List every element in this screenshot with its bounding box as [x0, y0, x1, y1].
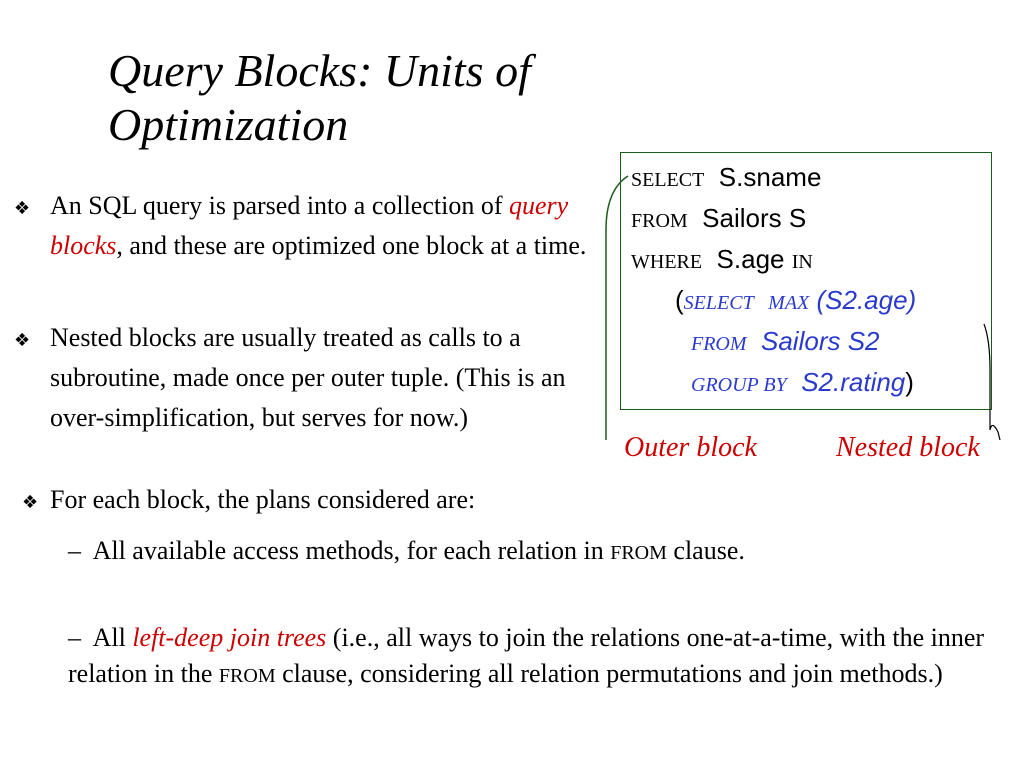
subbullet-1-part2: clause. — [666, 536, 745, 565]
outer-block-bracket — [605, 175, 629, 440]
subbullet-2-part1: All — [92, 623, 133, 652]
where-column: S.age — [716, 244, 785, 274]
sql-line-select: SELECT S.sname — [631, 161, 821, 196]
sql-query-box: SELECT S.sname FROM Sailors S WHERE S.ag… — [620, 152, 992, 410]
bullet-icon: ❖ — [22, 492, 39, 513]
nested-block-bracket — [983, 323, 1001, 441]
query-blocks-highlight: query blocks — [50, 191, 569, 260]
sql-line-nested-from: FROM Sailors S2 — [691, 325, 880, 360]
bullet-3-text: For each block, the plans considered are… — [50, 485, 476, 514]
bullet-1-text: An SQL query is parsed into a collection… — [50, 186, 590, 266]
bullet-1-part2: , and these are optimized one block at a… — [116, 231, 587, 260]
dash: – — [68, 623, 81, 652]
bullet-1-part1: An SQL query is parsed into a collection… — [50, 191, 509, 220]
max-argument: (S2.age) — [816, 285, 917, 315]
subbullet-2-part2: (i.e., all ways to join the relations on… — [68, 623, 985, 688]
from-keyword: FROM — [218, 665, 276, 687]
nested-from-keyword: FROM — [691, 333, 747, 355]
outer-block-caption: Outer block — [624, 432, 757, 463]
sql-line-group-by: GROUP BY S2.rating) — [691, 366, 914, 401]
group-by-keyword: GROUP BY — [691, 374, 787, 396]
bullet-2-text: Nested blocks are usually treated as cal… — [50, 323, 566, 432]
sql-line-where: WHERE S.age IN — [631, 243, 813, 278]
group-by-column: S2.rating — [801, 367, 906, 397]
nested-select-keyword: SELECT — [683, 292, 754, 314]
from-keyword: FROM — [610, 542, 667, 564]
select-columns: S.sname — [718, 162, 822, 192]
subbullet-2-text: – All left-deep join trees (i.e., all wa… — [68, 620, 998, 694]
from-table: Sailors S — [702, 203, 807, 233]
left-deep-highlight: left-deep join trees — [132, 623, 327, 652]
close-paren: ) — [905, 367, 914, 397]
where-keyword: WHERE — [631, 251, 703, 273]
subbullet-1-text: – All available access methods, for each… — [68, 533, 968, 571]
subbullet-2-part3: clause, considering all relation permuta… — [275, 659, 943, 688]
dash: – — [68, 536, 81, 565]
nested-block-caption: Nested block — [836, 432, 980, 463]
bullet-icon: ❖ — [14, 198, 31, 219]
subbullet-1-part1: All available access methods, for each r… — [92, 536, 611, 565]
open-paren: ( — [675, 285, 684, 315]
bullet-icon: ❖ — [14, 330, 31, 351]
select-keyword: SELECT — [631, 169, 705, 191]
slide-title: Query Blocks: Units of Optimization — [108, 45, 531, 150]
max-keyword: MAX — [768, 292, 810, 314]
sql-line-from: FROM Sailors S — [631, 202, 806, 237]
in-keyword: IN — [791, 251, 813, 273]
nested-from-table: Sailors S2 — [761, 326, 880, 356]
sql-line-nested-select: (SELECT MAX (S2.age) — [675, 284, 916, 319]
from-keyword: FROM — [631, 210, 688, 232]
